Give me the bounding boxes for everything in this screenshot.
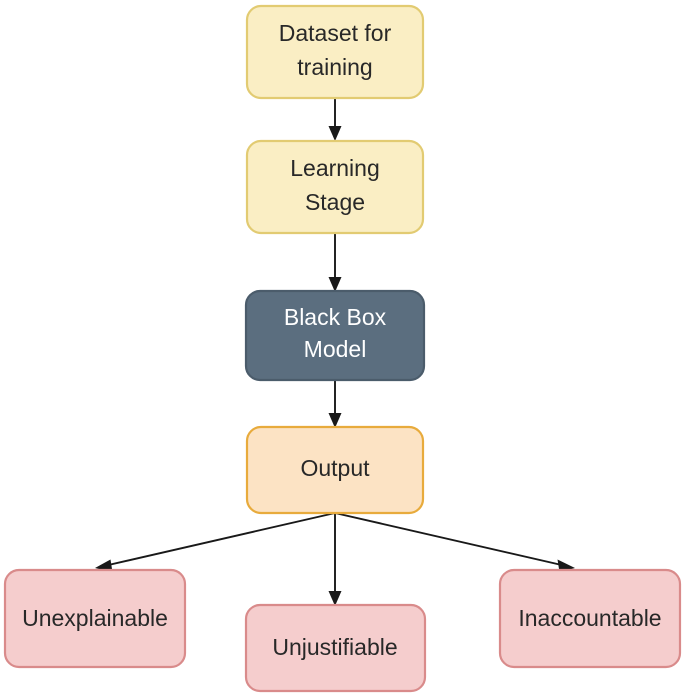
- node-unexplainable[interactable]: Unexplainable: [3, 568, 187, 669]
- node-dataset[interactable]: Dataset for training: [245, 4, 425, 100]
- node-inaccountable[interactable]: Inaccountable: [498, 568, 682, 669]
- edge-output-to-unjustifiable: [328, 513, 342, 606]
- node-label-line2: Model: [304, 336, 367, 362]
- node-shape[interactable]: [244, 603, 427, 693]
- edge-line: [334, 512, 567, 567]
- edge-output-to-unexplainable: [95, 512, 336, 573]
- node-black-box-model[interactable]: Black Box Model: [244, 289, 426, 382]
- edge-output-to-inaccountable: [334, 512, 575, 573]
- arrow-head-icon: [328, 277, 342, 292]
- node-label-line1: Unjustifiable: [272, 634, 397, 660]
- node-shape[interactable]: [3, 568, 187, 669]
- edge-dataset-to-learning-stage: [328, 98, 342, 141]
- node-label-line1: Black Box: [284, 304, 387, 330]
- node-label-line1: Learning: [290, 155, 380, 181]
- node-shape[interactable]: [245, 425, 425, 515]
- arrow-head-icon: [328, 126, 342, 141]
- node-output[interactable]: Output: [245, 425, 425, 515]
- node-shape[interactable]: [245, 4, 425, 100]
- node-shape[interactable]: [245, 139, 425, 235]
- node-label-line1: Output: [300, 455, 370, 481]
- node-label-line1: Inaccountable: [518, 605, 661, 631]
- node-label-line1: Dataset for: [279, 20, 392, 46]
- arrow-head-icon: [328, 591, 342, 606]
- node-shape[interactable]: [244, 289, 426, 382]
- node-label-line2: Stage: [305, 189, 365, 215]
- node-label-line1: Unexplainable: [22, 605, 168, 631]
- node-learning-stage[interactable]: Learning Stage: [245, 139, 425, 235]
- arrow-head-icon: [328, 413, 342, 428]
- edge-black-box-model-to-output: [328, 380, 342, 428]
- edge-line: [103, 512, 336, 567]
- node-unjustifiable[interactable]: Unjustifiable: [244, 603, 427, 693]
- node-label-line2: training: [297, 54, 372, 80]
- edge-learning-stage-to-black-box-model: [328, 233, 342, 292]
- node-shape[interactable]: [498, 568, 682, 669]
